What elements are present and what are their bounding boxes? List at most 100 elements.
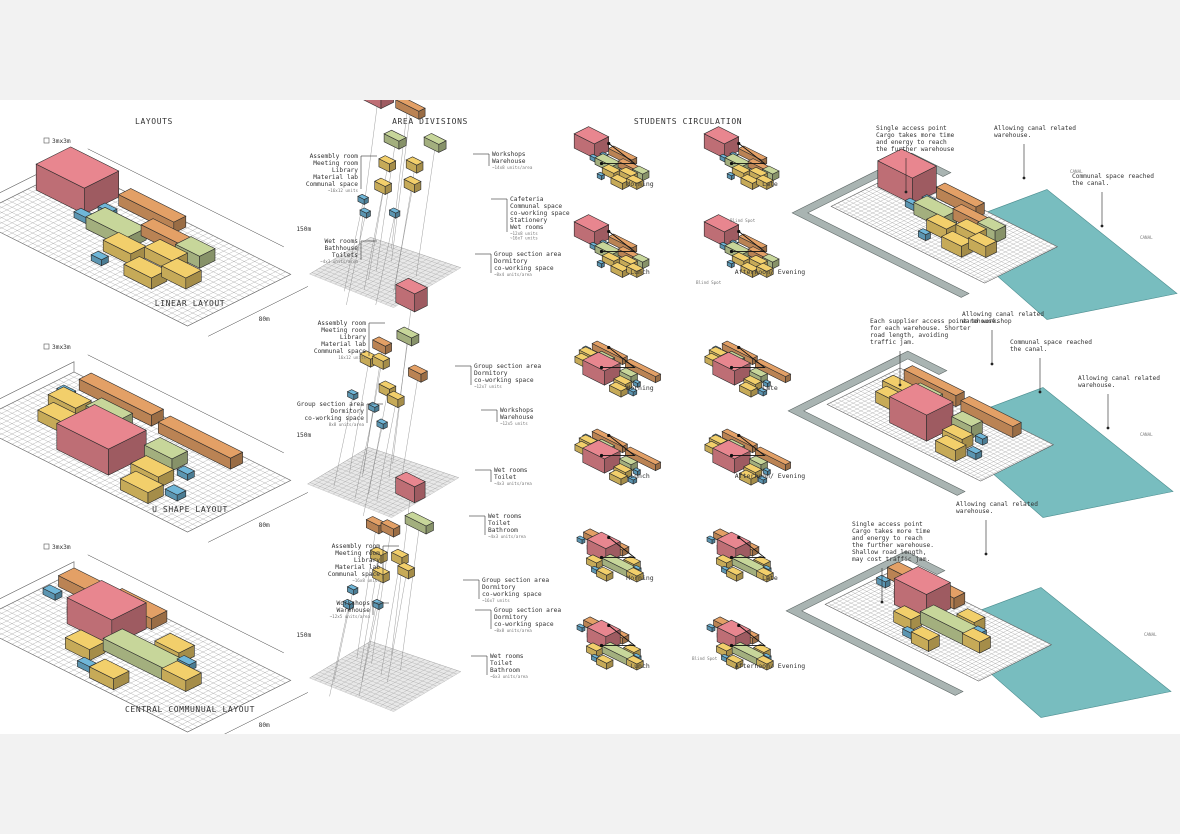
arrow-start xyxy=(607,624,610,627)
arrow-start xyxy=(607,230,610,233)
label-line: Warehouse xyxy=(336,607,370,614)
division-label: Group section areaDormitoryco-working sp… xyxy=(475,607,561,633)
label-line: warehouse. xyxy=(962,318,999,325)
circulation-diagram: Lunch xyxy=(577,617,650,670)
division-label-text: Wet roomsBathhouseToilets xyxy=(324,238,358,259)
label-line: Dormitory xyxy=(494,258,528,265)
label-line: Dormitory xyxy=(474,370,508,377)
label-line: warehouse. xyxy=(994,132,1031,139)
blind-spot-label: Blind Spot xyxy=(730,218,756,223)
site-annotation-text: Communal space reachedthe canal. xyxy=(1072,173,1154,187)
label-line: 8x8 units/area xyxy=(329,422,365,427)
division-label-note: 8x8 units/area xyxy=(329,422,365,427)
circulation-caption: Morning xyxy=(626,180,653,188)
arrow-start xyxy=(737,346,740,349)
label-line: Group section area xyxy=(474,363,541,370)
circulation-caption: Lunch xyxy=(630,472,650,480)
arrow-start xyxy=(607,536,610,539)
block-group xyxy=(398,563,415,579)
label-line: Bathhouse xyxy=(324,245,358,252)
arrow-start xyxy=(737,434,740,437)
site-annotation-text: Communal space reachedthe canal. xyxy=(1010,339,1092,353)
grid-legend-swatch xyxy=(44,544,49,549)
division-label-text: WorkshopsWarehouse xyxy=(500,407,534,421)
label-line: Assembly room xyxy=(310,153,359,160)
label-line: warehouse. xyxy=(1078,382,1115,389)
circulation-diagram: Late xyxy=(705,341,791,397)
division-label-text: WorkshopsWarehouse xyxy=(492,151,526,165)
label-line: Material lab xyxy=(321,341,366,348)
grid-legend-label: 3mx3m xyxy=(52,544,71,551)
arrow-end xyxy=(600,454,603,457)
division-label-note: ~12x5 units/area xyxy=(330,614,371,619)
arrow-end xyxy=(730,454,733,457)
label-line: Material lab xyxy=(313,174,358,181)
division-label-text: Wet roomsToiletBathroom xyxy=(488,513,522,534)
division-label: Group section areaDormitoryco-working sp… xyxy=(455,363,541,389)
annotation-dot xyxy=(1101,225,1104,228)
site-annotation-text: Allowing canal relatedwarehouse. xyxy=(956,501,1038,515)
label-line: Toilets xyxy=(332,252,358,259)
site-annotation-text: Allowing canal relatedwarehouse. xyxy=(994,125,1076,139)
label-line: Toilet xyxy=(488,520,511,527)
label-line: co-working space xyxy=(482,591,542,598)
students-circulation-header: STUDENTS CIRCULATION xyxy=(634,117,742,126)
label-line: for each warehouse. Shorter xyxy=(870,325,971,332)
length-dimension: 150m xyxy=(296,632,311,639)
label-line: Toilet xyxy=(494,474,517,481)
circulation-diagram: Morning xyxy=(577,529,654,582)
block-wetroom xyxy=(373,599,384,609)
circulation-diagram: Morning xyxy=(575,341,661,397)
label-line: ~14x8 units/area xyxy=(492,165,533,170)
label-line: Meeting room xyxy=(321,327,366,334)
label-line: warehouse. xyxy=(956,508,993,515)
division-label-text: Group section areaDormitoryco-working sp… xyxy=(474,363,541,384)
arrow-end xyxy=(600,644,603,647)
label-line: Cargo takes more time xyxy=(876,132,955,139)
canal-label: CANAL xyxy=(1144,632,1157,637)
label-line: Workshops xyxy=(336,600,370,607)
division-label: CafeteriaCommunal spaceco-working spaceS… xyxy=(491,196,570,241)
label-line: may cost traffic jam. xyxy=(852,556,930,563)
site-annotation-text: Single access pointCargo takes more time… xyxy=(852,521,934,563)
division-label-text: Group section areaDormitoryco-working sp… xyxy=(494,607,561,628)
label-line: Communal space xyxy=(328,571,380,578)
circulation-row-2: Morning LateLunch Afternoon/ Evening xyxy=(575,341,805,485)
label-line: ~16x8 units xyxy=(352,578,380,583)
division-label-note: ~4x3 units/area xyxy=(488,534,526,539)
label-line: ~16x12 units xyxy=(328,188,359,193)
label-line: ~16x7 units xyxy=(482,598,510,603)
block-wetroom xyxy=(389,208,400,218)
label-line: and energy to reach xyxy=(876,139,947,146)
division-label-text: Assembly roomMeeting roomLibraryMaterial… xyxy=(328,543,380,578)
label-line: ~4x3 units/area xyxy=(494,481,532,486)
blind-spot-label: Blind Spot xyxy=(696,280,722,285)
arrow-end xyxy=(730,366,733,369)
division-label-note: ~12x7 units xyxy=(474,384,502,389)
annotation-dot xyxy=(1023,177,1026,180)
circulation-caption: Morning xyxy=(626,574,653,582)
label-line: Cafeteria xyxy=(510,196,544,203)
label-line: ~16x7 units xyxy=(510,236,538,241)
annotation-dot xyxy=(899,384,902,387)
label-line: Group section area xyxy=(494,607,561,614)
arrow-end xyxy=(600,250,603,253)
division-3: Assembly roomMeeting roomLibraryMaterial… xyxy=(310,472,562,711)
label-line: Meeting room xyxy=(313,160,358,167)
grid-legend-label: 3mx3m xyxy=(52,344,71,351)
label-line: Group section area xyxy=(297,401,364,408)
label-line: the further warehouse. xyxy=(852,542,934,549)
division-label: Wet roomsToiletBathroom~6x3 units/area xyxy=(471,653,528,679)
division-label-text: WorkshopsWarehouse xyxy=(336,600,370,614)
circulation-diagram: Afternoon/ Evening xyxy=(705,429,805,485)
division-label-text: Assembly roomMeeting roomLibraryMaterial… xyxy=(314,320,366,355)
label-line: ~12x7 units xyxy=(474,384,502,389)
division-label-note: ~4x3 units/area xyxy=(320,259,358,264)
layouts-header: LAYOUTS xyxy=(135,117,173,126)
label-line: Dormitory xyxy=(482,584,516,591)
label-line: Shallow road length, xyxy=(852,549,927,556)
label-line: Dormitory xyxy=(330,408,364,415)
label-line: Communal space xyxy=(314,348,366,355)
label-line: Wet rooms xyxy=(510,224,544,231)
label-line: co-working space xyxy=(494,265,554,272)
